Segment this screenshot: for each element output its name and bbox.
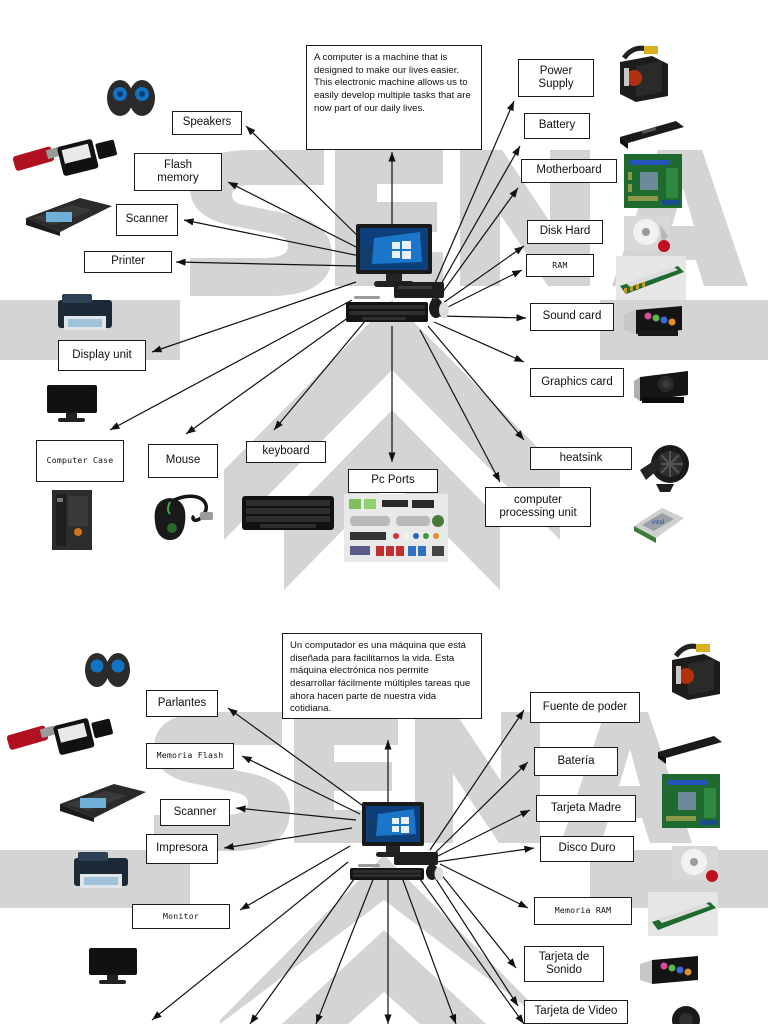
label-bateria: Batería	[534, 747, 618, 776]
flash-memory-image-2	[4, 715, 124, 763]
description-callout-english: A computer is a machine that is designed…	[306, 45, 482, 150]
power-supply-image-2	[664, 640, 726, 702]
keyboard-image	[240, 490, 336, 538]
label-ram: RAM	[526, 254, 594, 277]
flash-memory-image	[8, 136, 126, 184]
label-printer: Printer	[84, 251, 172, 273]
label-parlantes: Parlantes	[146, 690, 218, 717]
printer-image	[54, 290, 116, 336]
motherboard-image-2	[660, 770, 722, 832]
monitor-image	[44, 382, 100, 424]
motherboard-image	[622, 150, 684, 212]
label-tarjeta-madre: Tarjeta Madre	[536, 795, 636, 822]
pc-ports-image	[344, 494, 448, 562]
ram-image	[616, 256, 686, 300]
label-tarjeta-video: Tarjeta de Video	[524, 1000, 628, 1024]
speakers-image	[104, 76, 160, 118]
sound-card-image	[620, 300, 686, 344]
svg-text:intel: intel	[651, 519, 665, 526]
label-memoria-flash: Memoria Flash	[146, 743, 234, 769]
label-disco-duro: Disco Duro	[540, 836, 634, 862]
label-graphics-card: Graphics card	[530, 368, 624, 397]
central-computer-english	[334, 222, 454, 328]
label-speakers: Speakers	[172, 111, 242, 135]
speakers-image-2	[82, 648, 136, 690]
battery-image	[616, 115, 686, 149]
label-memoria-ram: Memoria RAM	[534, 897, 632, 925]
power-supply-image	[612, 42, 674, 104]
label-mouse: Mouse	[148, 444, 218, 478]
ram-image-2	[648, 892, 718, 936]
monitor-image-2	[86, 945, 140, 987]
hard-disk-image-2	[668, 840, 724, 886]
scanner-image	[22, 192, 114, 236]
graphics-card-image	[632, 365, 694, 411]
label-heatsink: heatsink	[530, 447, 632, 470]
label-computer-case: Computer Case	[36, 440, 124, 482]
heatsink-image	[636, 440, 698, 496]
sound-card-image-2	[636, 950, 702, 994]
label-disk-hard: Disk Hard	[527, 220, 603, 244]
mouse-image	[142, 484, 222, 546]
concept-map-english: A computer is a machine that is designed…	[0, 42, 768, 590]
label-keyboard: keyboard	[246, 441, 326, 463]
label-scanner-es: Scanner	[160, 799, 230, 826]
label-sound-card: Sound card	[530, 303, 614, 331]
hard-disk-image	[620, 210, 676, 256]
computer-case-image	[44, 486, 100, 554]
central-computer-spanish	[340, 800, 450, 880]
label-motherboard: Motherboard	[521, 159, 617, 183]
printer-image-2	[70, 848, 132, 894]
label-monitor: Monitor	[132, 904, 230, 929]
battery-image-2	[654, 730, 724, 764]
label-battery: Battery	[524, 113, 590, 139]
concept-map-spanish: Un computador es una máquina que está di…	[0, 600, 768, 1024]
label-pc-ports: Pc Ports	[348, 469, 438, 493]
graphics-card-image-2	[654, 1004, 716, 1024]
label-impresora: Impresora	[146, 834, 218, 864]
scanner-image-2	[56, 778, 148, 824]
label-scanner: Scanner	[116, 204, 178, 236]
label-fuente-poder: Fuente de poder	[530, 692, 640, 723]
cpu-image: intel	[628, 500, 690, 546]
description-callout-spanish: Un computador es una máquina que está di…	[282, 633, 482, 719]
label-display-unit: Display unit	[58, 340, 146, 371]
